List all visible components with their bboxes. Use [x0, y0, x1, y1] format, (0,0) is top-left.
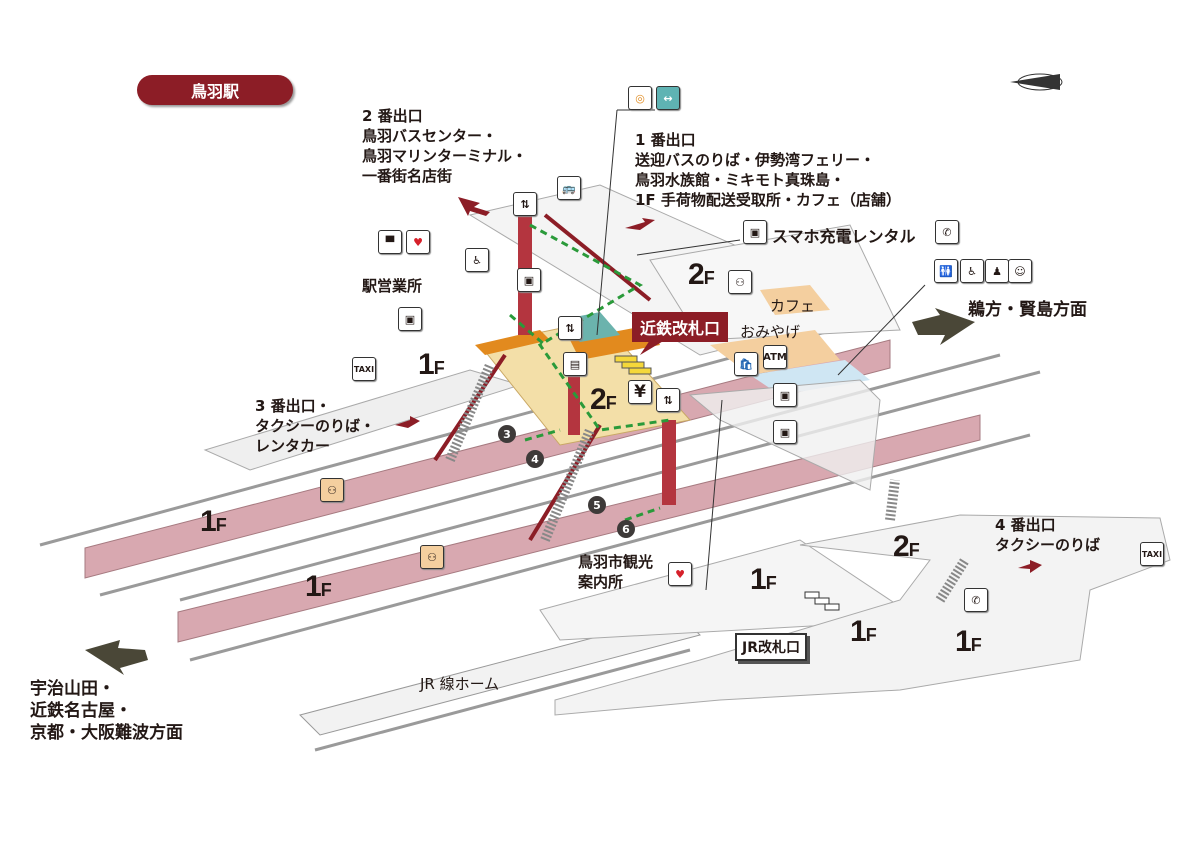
station-name-badge: 鳥羽駅: [137, 75, 293, 105]
shopping-bag-icon: 🛍: [734, 352, 758, 376]
floor-1f-exit4: 1F: [955, 625, 982, 659]
ticket-gates-icon: [614, 355, 652, 375]
platform-number-6: 6: [617, 520, 635, 538]
jr-platform-label: JR 線ホーム: [420, 675, 500, 693]
restroom-icon: ⚇: [420, 545, 444, 569]
taxi-icon: TAXI: [1140, 542, 1164, 566]
atm-icon: ATM: [763, 345, 787, 369]
floor-1f-platform-b: 1F: [305, 570, 332, 604]
wide-gate-icon: ↔: [656, 86, 680, 110]
exit4-label: 4 番出口 タクシーのりば: [995, 516, 1101, 554]
jr-platform: [299, 614, 701, 736]
ostomate-icon: ♟: [985, 259, 1009, 283]
restroom-icon: ⚇: [728, 270, 752, 294]
floor-number: 1: [305, 570, 322, 603]
exit4-floor: [554, 514, 1171, 716]
locker-icon: ▣: [743, 220, 767, 244]
floor-number: 1: [750, 563, 767, 596]
elevator-icon: ⇅: [656, 388, 680, 412]
floor-number: 2: [688, 258, 705, 291]
platform-number-5: 5: [588, 496, 606, 514]
floor-1f-platform-a: 1F: [200, 505, 227, 539]
floor-number: 2: [893, 530, 910, 563]
locker-icon: ▣: [773, 383, 797, 407]
tourist-info-label: 鳥羽市観光 案内所: [578, 553, 654, 591]
gate-callout-tail: [640, 340, 665, 355]
exit1-label: 1 番出口 送迎バスのりば・伊勢湾フェリー・ 鳥羽水族館・ミキモト真珠島・ 1F…: [635, 131, 901, 209]
yen-icon: ¥: [628, 380, 652, 404]
floor-number: 1: [955, 625, 972, 658]
floor-2f-jr: 2F: [893, 530, 920, 564]
kintetsu-gate-label: 近鉄改札口: [632, 312, 729, 342]
platform-number-4: 4: [526, 450, 544, 468]
floor-number: 1: [850, 615, 867, 648]
restroom-icon: ⚇: [320, 478, 344, 502]
floor-2f-concourse: 2F: [590, 383, 617, 417]
elevator-icon: ⇅: [558, 316, 582, 340]
locker-icon: ▣: [773, 420, 797, 444]
floor-2f-upper: 2F: [688, 258, 715, 292]
ticket-machine-icon: ▀: [378, 230, 402, 254]
floor-suffix: F: [908, 540, 920, 560]
floor-1f-jr-gate: 1F: [850, 615, 877, 649]
floor-suffix: F: [765, 573, 777, 593]
office-block: [475, 330, 550, 355]
jr-gates-icon: [804, 591, 840, 611]
floor-suffix: F: [865, 625, 877, 645]
direction-west: 宇治山田・ 近鉄名古屋・ 京都・大阪難波方面: [30, 679, 183, 743]
compass-icon: [1010, 73, 1063, 91]
accessible-seat-icon: ◎: [628, 86, 652, 110]
leader-lines: [596, 109, 926, 591]
wheelchair-icon: ♿: [960, 259, 984, 283]
locker-icon: ▣: [517, 268, 541, 292]
cafe-shop: [760, 285, 830, 315]
floor-suffix: F: [703, 268, 715, 288]
floor-suffix: F: [605, 393, 617, 413]
cafe-label: カフェ: [770, 297, 816, 315]
platform-number-3: 3: [498, 425, 516, 443]
jr-gate-label: JR改札口: [735, 633, 807, 661]
floor-suffix: F: [215, 515, 227, 535]
bus-icon: 🚌: [557, 176, 581, 200]
exit3-label: 3 番出口・ タクシーのりば・ レンタカー: [255, 397, 376, 455]
steps: [445, 363, 970, 603]
barrier-free-route: [509, 223, 671, 522]
elevator-icon: ⇅: [513, 192, 537, 216]
floor-suffix: F: [320, 580, 332, 600]
direction-arrows: [85, 308, 975, 675]
floor-number: 1: [418, 348, 435, 381]
aed-icon: ♥: [406, 230, 430, 254]
locker-icon: ▣: [398, 307, 422, 331]
exit2-label: 2 番出口 鳥羽バスセンター・ 鳥羽マリンターミナル・ 一番街名店街: [362, 107, 528, 185]
exit-arrows: [395, 197, 1042, 573]
floor-number: 1: [200, 505, 217, 538]
floor-1f-exit3: 1F: [418, 348, 445, 382]
toilet-icon: 🚻: [934, 259, 958, 283]
phone-charge-label: スマホ充電レンタル: [772, 227, 916, 246]
floor-suffix: F: [433, 358, 445, 378]
direction-east: 鵜方・賢島方面: [968, 300, 1087, 320]
floor-1f-jr: 1F: [750, 563, 777, 597]
phone-icon: ✆: [935, 220, 959, 244]
aed-icon: ♥: [668, 562, 692, 586]
taxi-icon: TAXI: [352, 357, 376, 381]
ticket-window-icon: ▤: [563, 352, 587, 376]
wheelchair-icon: ♿: [465, 248, 489, 272]
souvenir-label: おみやげ: [740, 323, 801, 341]
platform-5-6: [177, 414, 981, 643]
floor-number: 2: [590, 383, 607, 416]
floor-suffix: F: [970, 635, 982, 655]
station-office-label: 駅営業所: [362, 277, 423, 295]
baby-icon: ☺: [1008, 259, 1032, 283]
phone-icon: ✆: [964, 588, 988, 612]
